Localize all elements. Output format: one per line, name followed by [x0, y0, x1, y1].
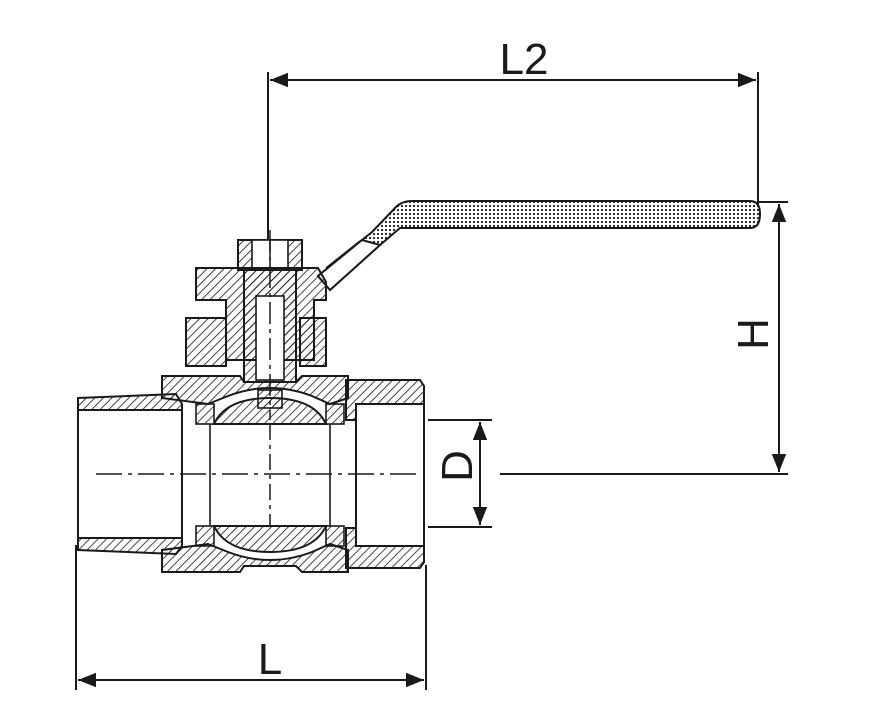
dimension-h	[500, 201, 788, 475]
stem-nut	[237, 239, 303, 271]
h-label: H	[729, 318, 778, 350]
l-label: L	[258, 635, 282, 684]
stem	[243, 230, 297, 420]
l2-label: L2	[500, 35, 549, 84]
dimension-d	[428, 419, 492, 528]
dimension-l	[75, 545, 427, 690]
handle-lever	[316, 200, 762, 292]
seats	[195, 403, 345, 547]
valve-body	[77, 375, 425, 573]
ball	[209, 396, 331, 554]
dimension-l2	[267, 72, 759, 245]
d-label: D	[433, 450, 482, 482]
